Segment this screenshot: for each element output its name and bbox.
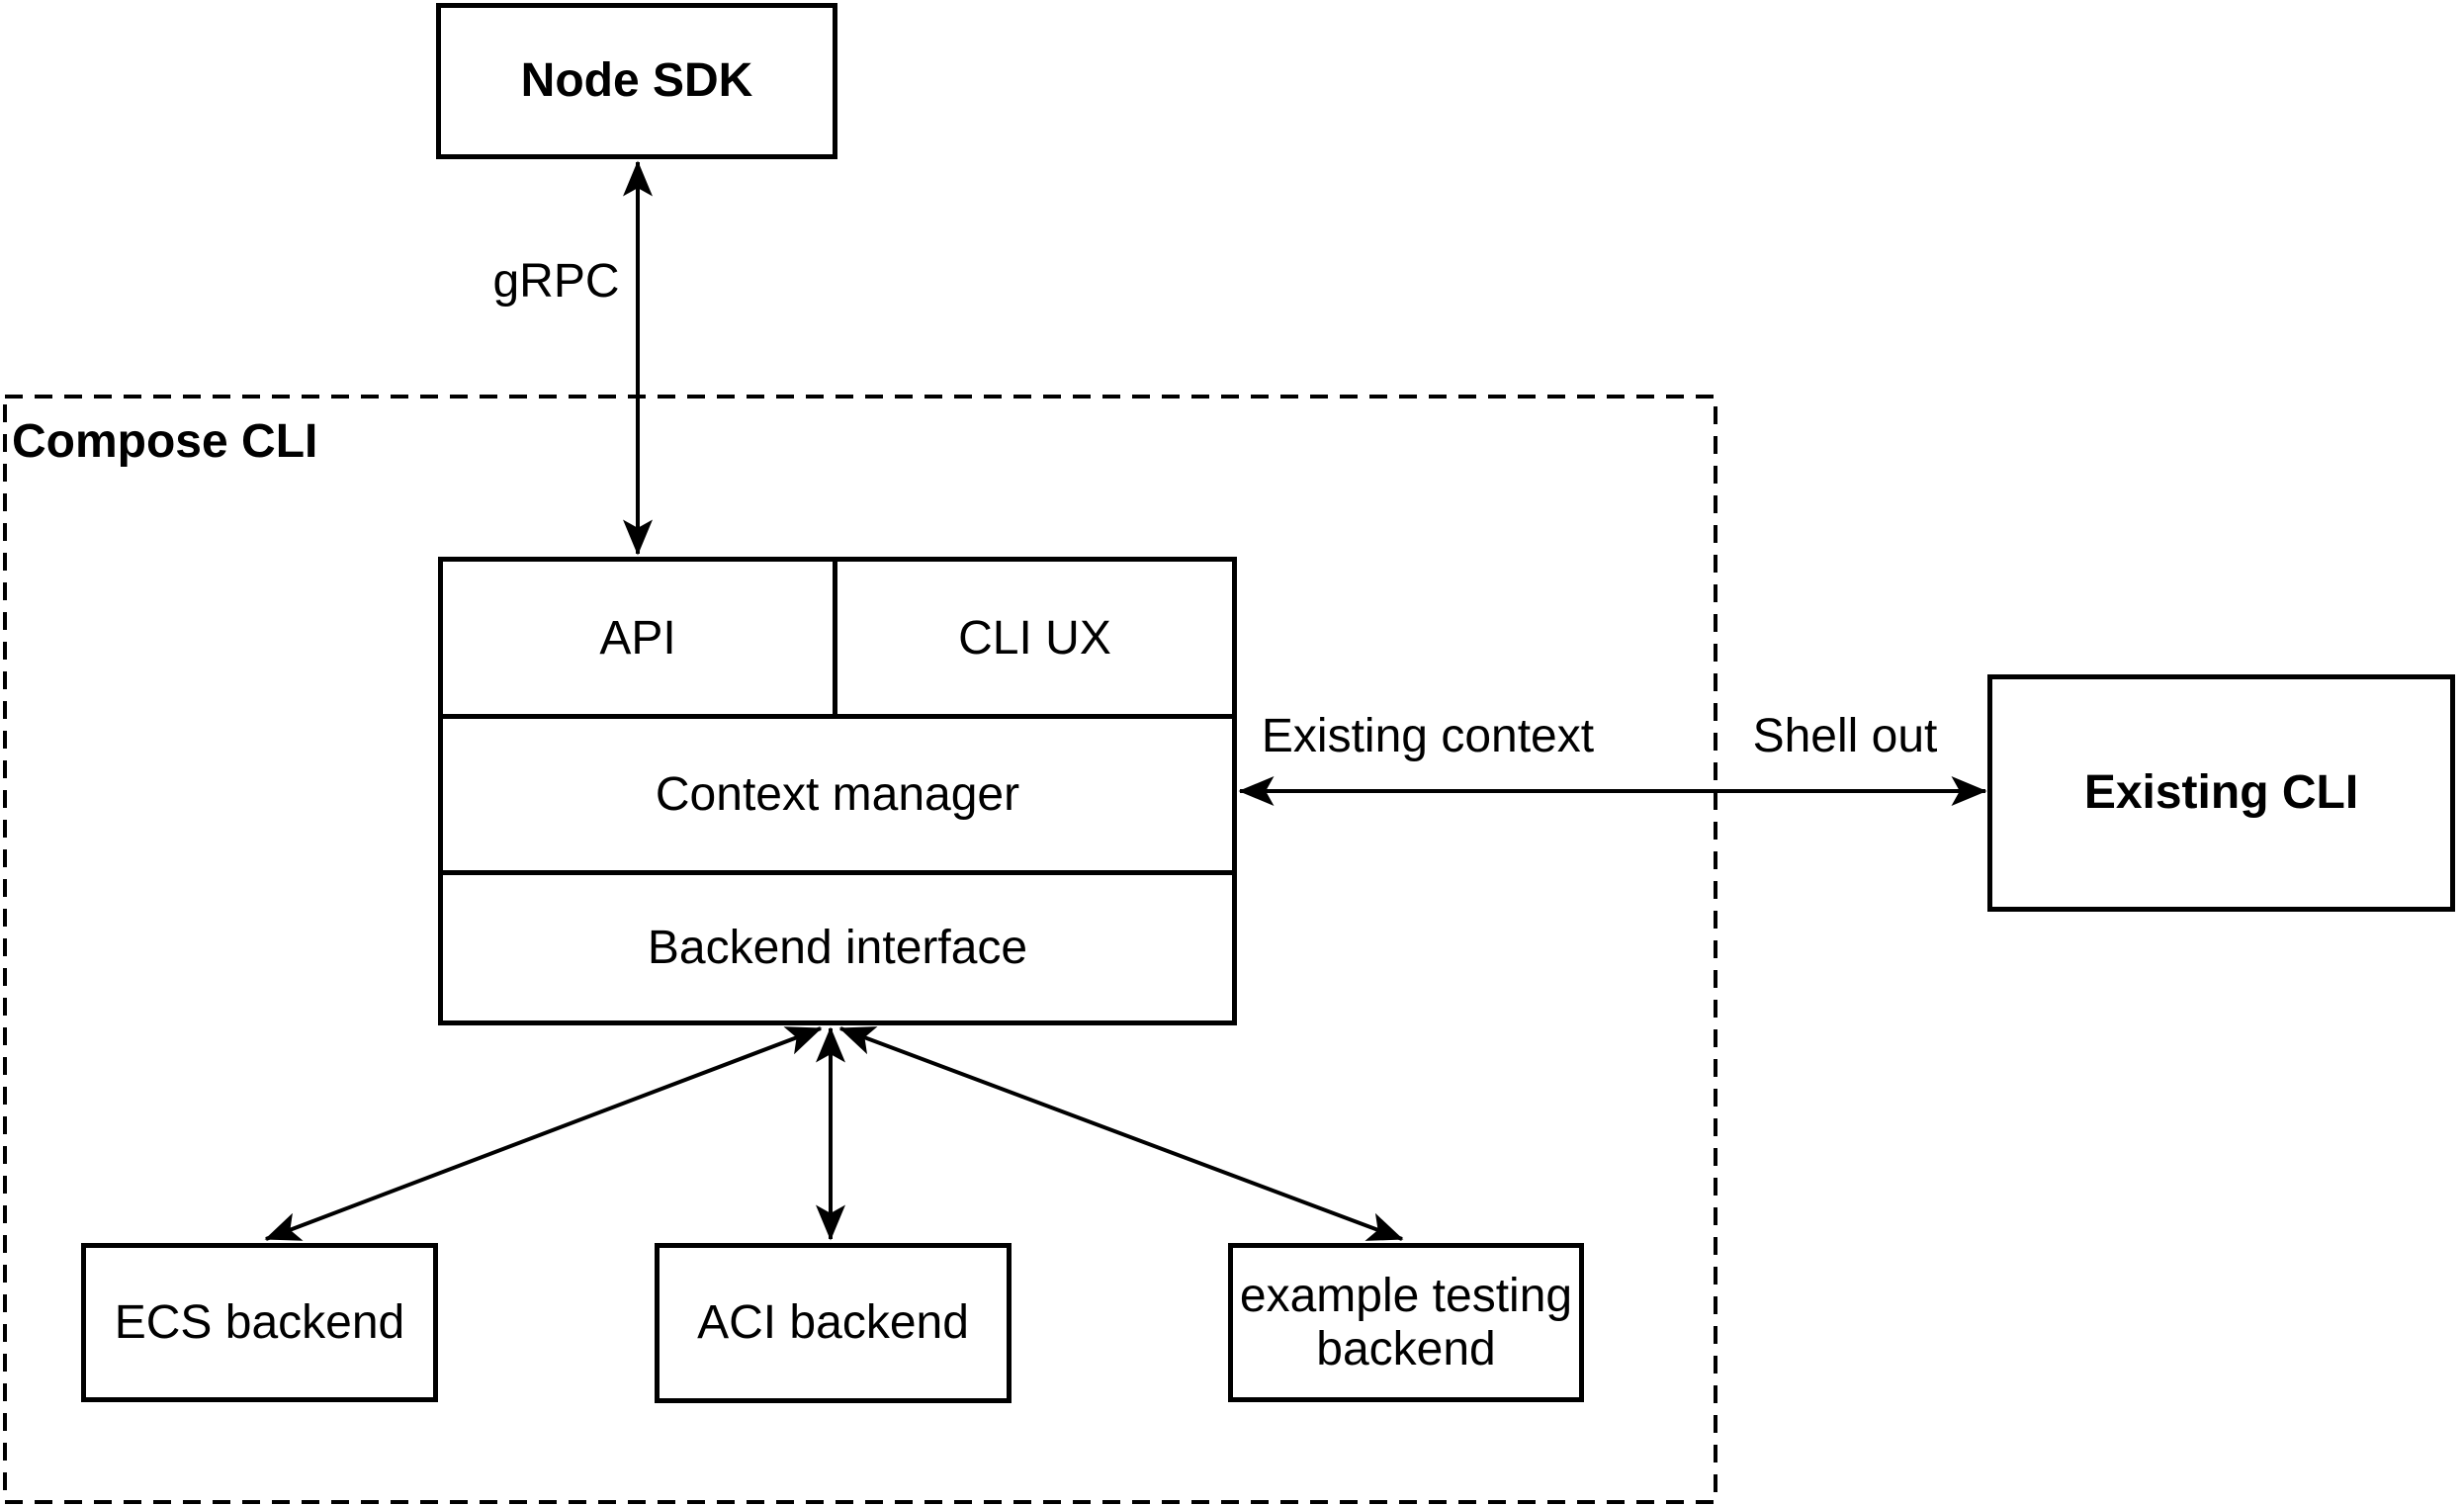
ecs-backend-box: ECS backend [81,1243,438,1402]
shell-out-edge-label: Shell out [1752,710,1938,762]
stack-top-row: API CLI UX [443,562,1232,719]
compose-cli-stack-box: API CLI UX Context manager Backend inter… [438,557,1237,1025]
ecs-backend-label: ECS backend [114,1295,405,1349]
node-sdk-box: Node SDK [436,3,837,159]
example-arrow [838,1026,1404,1241]
compose-cli-label: Compose CLI [12,415,318,468]
context-manager-label: Context manager [655,768,1020,821]
grpc-edge-label: gRPC [492,255,620,308]
existing-context-edge-label: Existing context [1261,710,1595,762]
api-cell: API [443,562,837,714]
cli-ux-cell: CLI UX [837,562,1232,714]
existing-cli-box: Existing CLI [1987,674,2455,912]
context-manager-cell: Context manager [443,719,1232,875]
backend-interface-cell: Backend interface [443,875,1232,1020]
backend-interface-label: Backend interface [647,922,1028,974]
ecs-arrow [264,1026,823,1241]
example-testing-backend-label: example testing backend [1239,1269,1573,1375]
existing-cli-label: Existing CLI [2083,766,2359,819]
cli-ux-label: CLI UX [958,611,1111,665]
aci-backend-box: ACI backend [655,1243,1012,1403]
node-sdk-label: Node SDK [520,54,753,107]
aci-backend-label: ACI backend [697,1296,969,1349]
example-testing-backend-box: example testing backend [1228,1243,1584,1402]
api-label: API [599,611,676,665]
